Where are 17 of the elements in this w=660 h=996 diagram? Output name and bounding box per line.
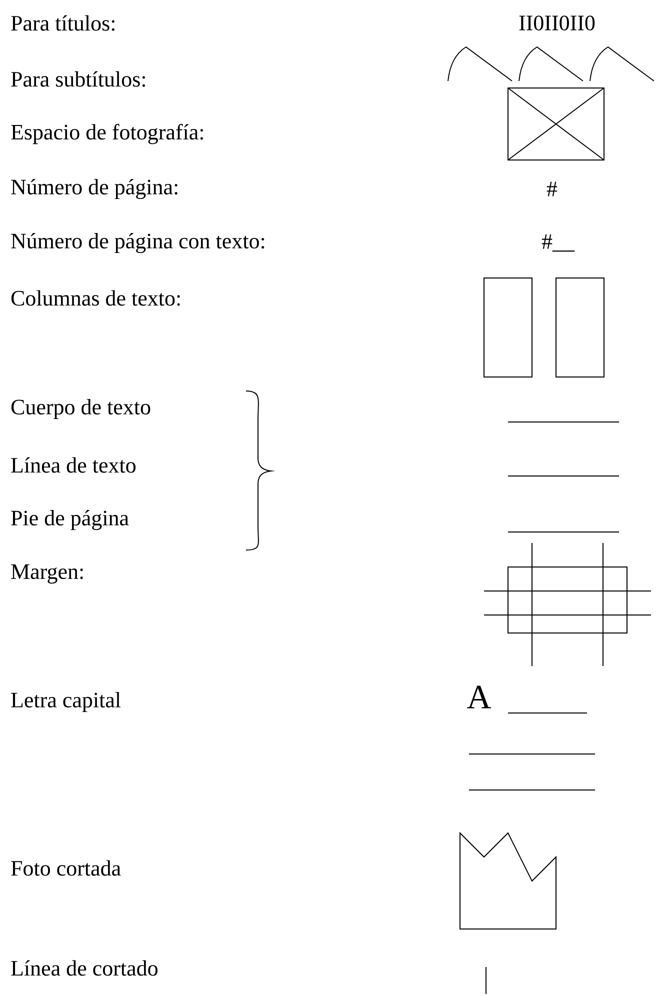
item-label: Número de página: — [11, 178, 178, 200]
item-label: Para subtítulos: — [11, 71, 145, 87]
item-label: Línea de texto — [11, 457, 136, 473]
item-label: Pie de página — [11, 510, 129, 530]
item-label: Foto cortada — [11, 860, 121, 876]
item-label: Columnas de texto: — [11, 290, 180, 306]
item-label: Letra capital — [11, 692, 121, 712]
item-label: Número de página con texto: — [11, 232, 264, 254]
title-symbol: II0II0II0 — [519, 16, 595, 30]
item-label: Línea de cortado — [11, 960, 158, 976]
item-label: Margen: — [11, 564, 83, 584]
page-number-symbol: #__ — [542, 234, 575, 252]
item-label: Cuerpo de texto — [11, 399, 150, 419]
item-label: Espacio de fotografía: — [11, 124, 203, 144]
capital-letter: A — [467, 686, 492, 708]
page-number-symbol: # — [546, 182, 558, 196]
item-label: Para títulos: — [11, 15, 114, 31]
